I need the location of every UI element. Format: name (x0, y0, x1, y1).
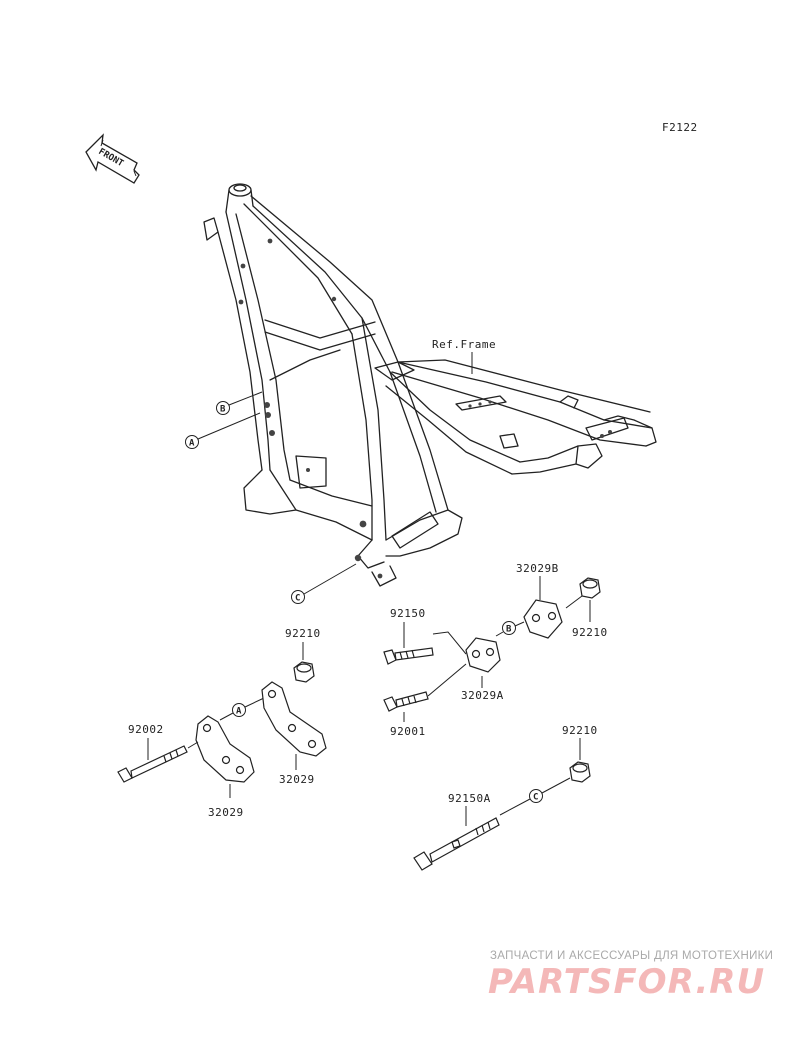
part-label-32029-right: 32029 (279, 773, 315, 786)
collar-92210-left (293, 661, 315, 683)
svg-text:A: A (189, 439, 195, 449)
bracket-32029B (523, 599, 563, 639)
diagram-code: F2122 (662, 121, 698, 134)
svg-text:B: B (506, 625, 512, 635)
part-label-92210-lower: 92210 (562, 724, 598, 737)
svg-text:A: A (236, 707, 242, 717)
svg-text:C: C (295, 594, 300, 604)
part-label-32029-left: 32029 (208, 806, 244, 819)
leader-92001-bracket (427, 663, 467, 697)
leader-92002-bracket (187, 741, 199, 749)
callout-b-bracket: B (495, 621, 525, 637)
bolt-92001 (383, 691, 429, 712)
part-label-92001: 92001 (390, 725, 426, 738)
leader-92150-bracket (432, 631, 467, 655)
svg-text:B: B (220, 405, 226, 415)
frame-reference-label: Ref.Frame (432, 338, 496, 351)
bolt-92002 (117, 745, 188, 783)
leader-32029B-collar (565, 595, 583, 609)
front-arrow-icon: FRONT (85, 133, 140, 184)
bolt-92150 (383, 647, 434, 665)
collar-92210-right (579, 577, 601, 599)
bolt-92150A (413, 817, 500, 871)
part-label-32029B: 32029B (516, 562, 559, 575)
bracket-32029-right (261, 681, 327, 757)
part-label-92002: 92002 (128, 723, 164, 736)
part-label-92210-left: 92210 (285, 627, 321, 640)
collar-92210-lower (569, 761, 591, 783)
bracket-32029-left (195, 715, 255, 783)
part-label-32029A: 32029A (461, 689, 504, 702)
part-label-92210-right: 92210 (572, 626, 608, 639)
part-label-92150: 92150 (390, 607, 426, 620)
callout-b-frame: B (216, 391, 263, 415)
callout-c-bolt: C (499, 777, 571, 816)
part-label-92150A: 92150A (448, 792, 491, 805)
watermark-tagline: ЗАПЧАСТИ И АКСЕССУАРЫ ДЛЯ МОТОТЕХНИКИ (490, 950, 774, 962)
svg-text:C: C (533, 793, 538, 803)
bracket-32029A (465, 637, 501, 673)
frame-bolt-holes (238, 238, 612, 579)
callout-a-frame: A (185, 412, 261, 449)
motorcycle-frame (203, 183, 657, 587)
callout-a-bracket: A (219, 697, 265, 721)
watermark-logo: PARTSFOR.RU (488, 962, 766, 1002)
callout-c-frame: C (291, 563, 357, 604)
